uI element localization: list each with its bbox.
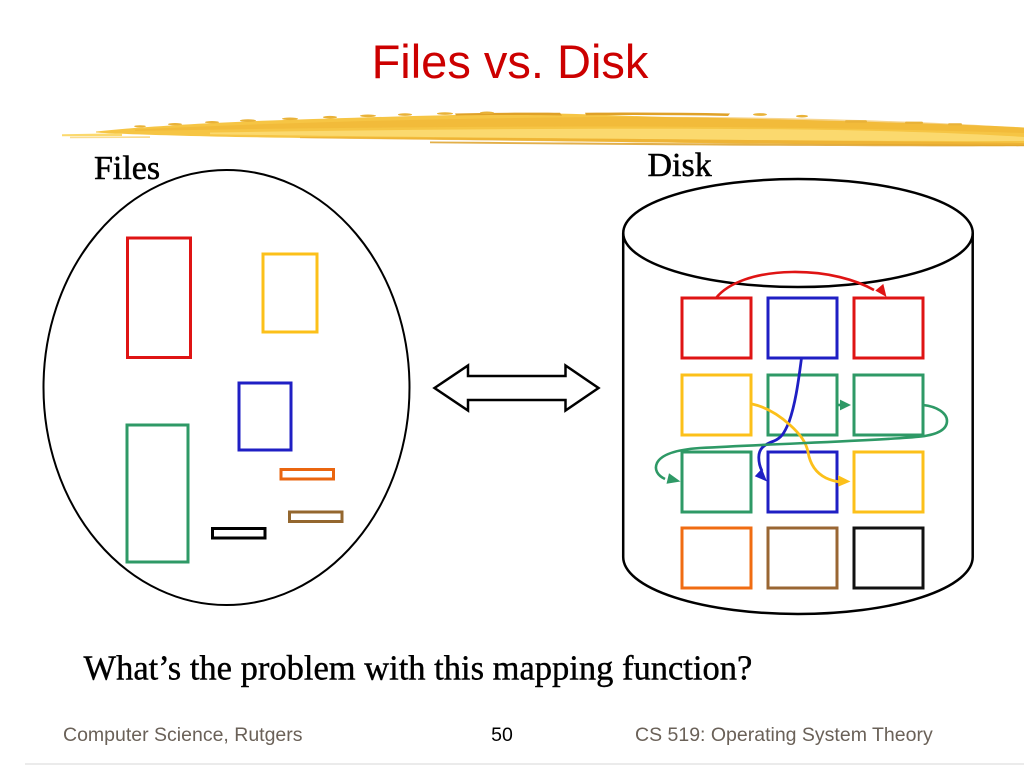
svg-text:What’s the problem with this m: What’s the problem with this mapping fun… bbox=[84, 650, 753, 688]
svg-text:Disk: Disk bbox=[648, 147, 712, 184]
svg-text:Computer Science, Rutgers: Computer Science, Rutgers bbox=[63, 724, 303, 746]
svg-text:Files: Files bbox=[94, 150, 160, 187]
svg-text:Files vs. Disk: Files vs. Disk bbox=[372, 35, 649, 88]
svg-text:CS 519: Operating System Theor: CS 519: Operating System Theory bbox=[635, 724, 933, 746]
svg-text:50: 50 bbox=[491, 724, 513, 746]
